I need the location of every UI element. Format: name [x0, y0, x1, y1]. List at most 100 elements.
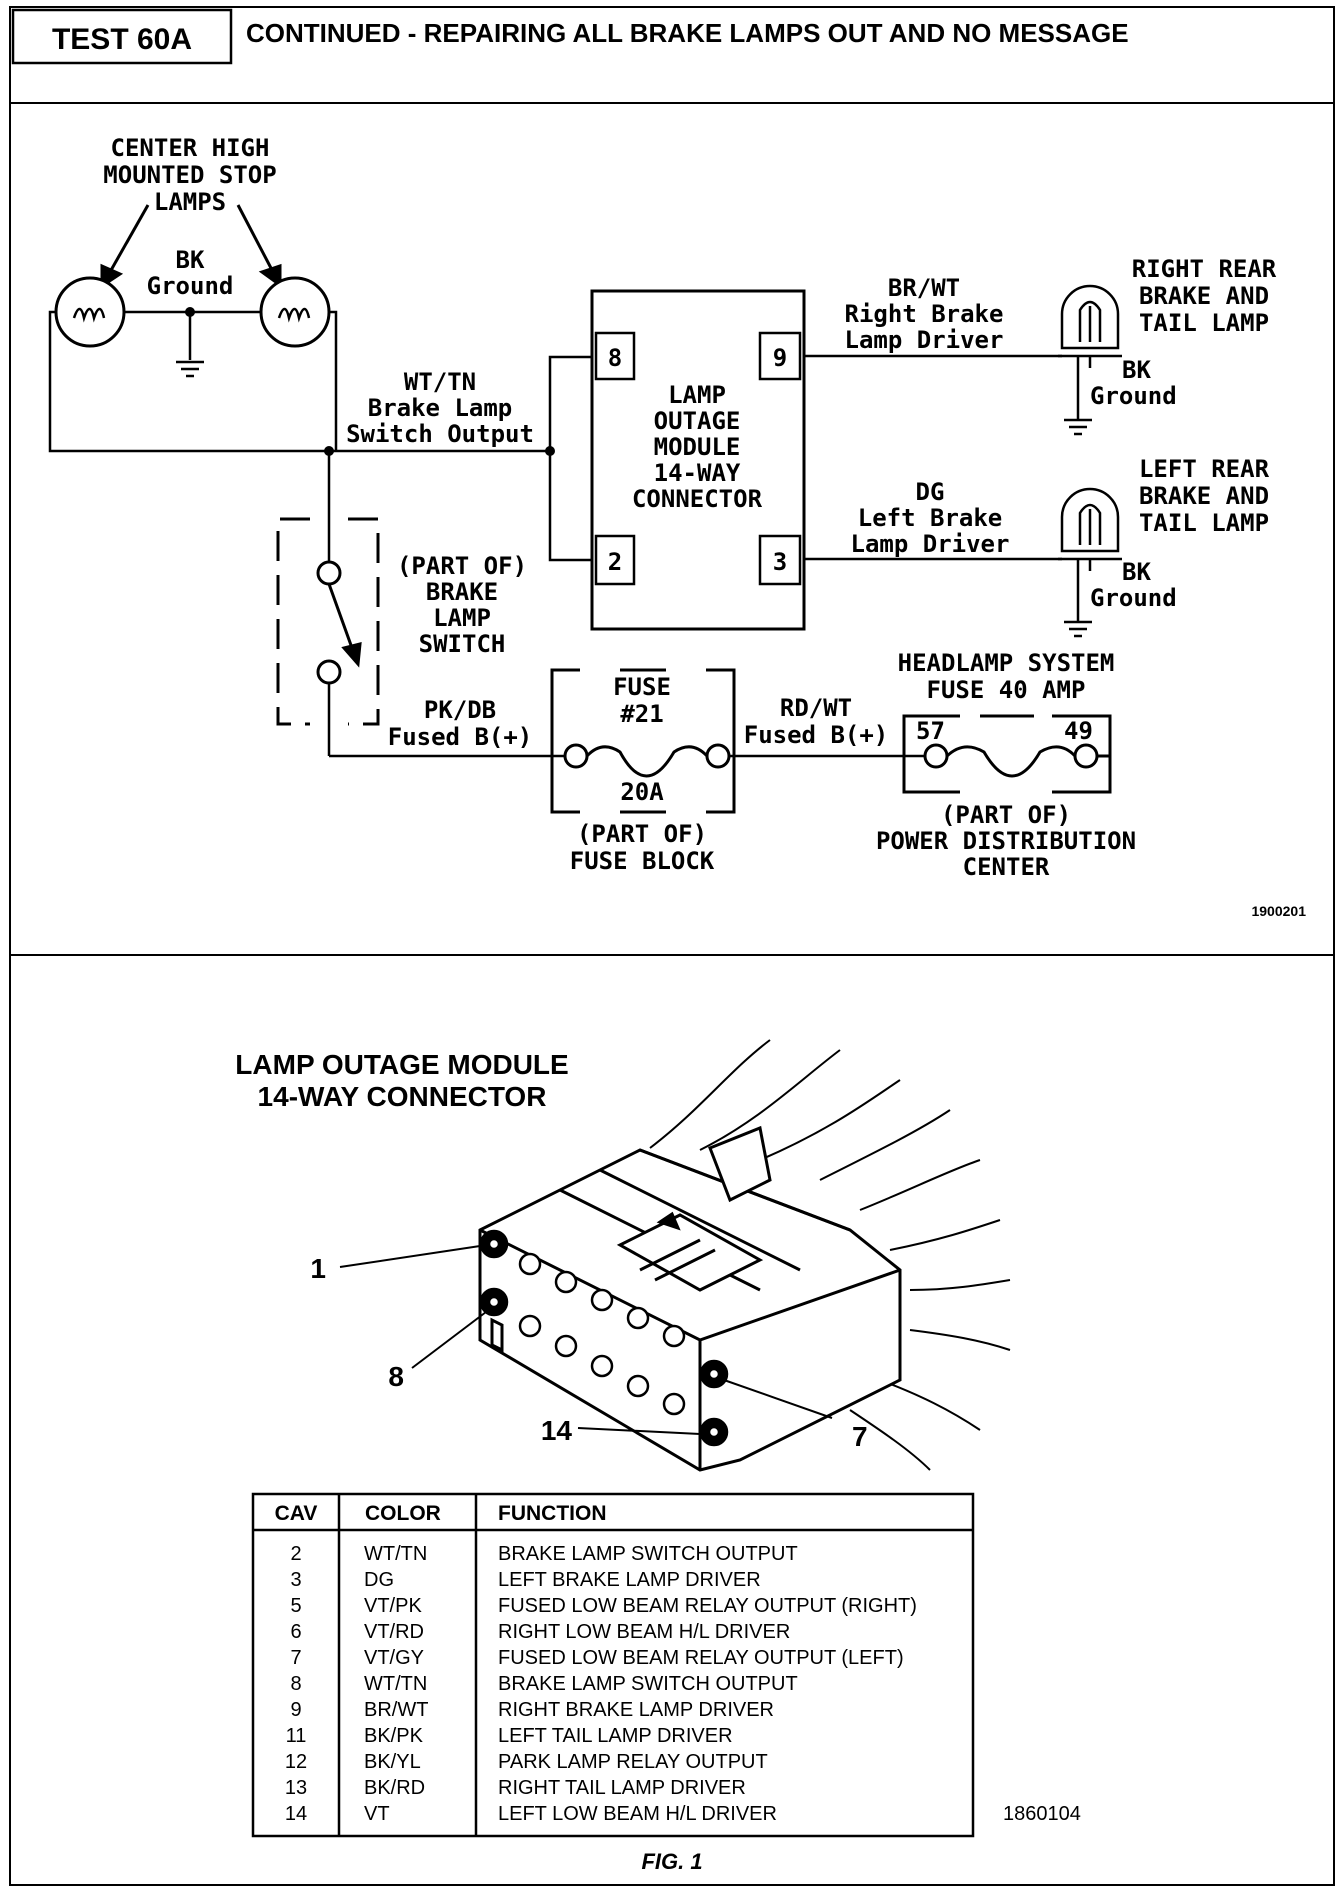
svg-text:RIGHT TAIL LAMP DRIVER: RIGHT TAIL LAMP DRIVER [498, 1777, 746, 1799]
brake-switch-label: (PART OF) BRAKE LAMP SWITCH [397, 552, 527, 658]
table-row: 8 WT/TN BRAKE LAMP SWITCH OUTPUT [290, 1673, 797, 1695]
pdc-label: (PART OF) POWER DISTRIBUTION CENTER [876, 801, 1136, 881]
svg-text:MOUNTED STOP: MOUNTED STOP [103, 161, 276, 189]
chmsl-label: CENTER HIGH MOUNTED STOP LAMPS [103, 134, 276, 216]
callout-7: 7 [852, 1421, 868, 1452]
svg-text:BK/RD: BK/RD [364, 1777, 425, 1799]
svg-text:57: 57 [916, 717, 945, 745]
svg-text:RIGHT REAR: RIGHT REAR [1132, 255, 1277, 283]
svg-text:HEADLAMP SYSTEM: HEADLAMP SYSTEM [898, 649, 1115, 677]
svg-text:BRAKE AND: BRAKE AND [1139, 282, 1269, 310]
svg-text:RIGHT BRAKE LAMP DRIVER: RIGHT BRAKE LAMP DRIVER [498, 1699, 774, 1721]
svg-text:RIGHT LOW BEAM H/L DRIVER: RIGHT LOW BEAM H/L DRIVER [498, 1621, 790, 1643]
svg-text:14-WAY: 14-WAY [654, 459, 741, 487]
svg-text:MODULE: MODULE [654, 433, 741, 461]
schematic-ref-number: 1900201 [1251, 903, 1306, 919]
svg-text:9: 9 [290, 1699, 301, 1721]
svg-text:3: 3 [773, 548, 787, 576]
module-pin-8 [594, 331, 636, 381]
svg-text:2: 2 [608, 548, 622, 576]
right-rear-lamp-label: RIGHT REAR BRAKE AND TAIL LAMP [1132, 255, 1277, 337]
test-id-box [11, 8, 233, 65]
wire-label-pk-db: PK/DB Fused B(+) [388, 696, 533, 751]
svg-text:LEFT LOW BEAM H/L DRIVER: LEFT LOW BEAM H/L DRIVER [498, 1803, 777, 1825]
table-row: 5 VT/PK FUSED LOW BEAM RELAY OUTPUT (RIG… [290, 1595, 917, 1617]
svg-text:FUSE BLOCK: FUSE BLOCK [570, 847, 715, 875]
svg-text:Ground: Ground [1090, 584, 1177, 612]
connector-section: LAMP OUTAGE MODULE 14-WAY CONNECTOR [235, 1039, 1011, 1472]
svg-text:13: 13 [285, 1777, 307, 1799]
connector-title: LAMP OUTAGE MODULE 14-WAY CONNECTOR [235, 1049, 568, 1112]
svg-text:LAMP: LAMP [433, 604, 491, 632]
svg-text:LEFT TAIL LAMP DRIVER: LEFT TAIL LAMP DRIVER [498, 1725, 733, 1747]
brake-lamp-switch [276, 517, 380, 726]
svg-text:49: 49 [1064, 717, 1093, 745]
svg-text:VT/GY: VT/GY [364, 1647, 424, 1669]
test-id: TEST 60A [52, 23, 192, 56]
svg-text:LAMPS: LAMPS [154, 188, 226, 216]
table-row: 14 VT LEFT LOW BEAM H/L DRIVER [285, 1803, 777, 1825]
left-rear-ground-label: BK Ground [1090, 558, 1177, 612]
svg-text:BK: BK [1122, 356, 1151, 384]
wiring-schematic: CENTER HIGH MOUNTED STOP LAMPS BK Ground [48, 134, 1306, 919]
table-row: 11 BK/PK LEFT TAIL LAMP DRIVER [286, 1725, 733, 1747]
svg-text:WT/TN: WT/TN [364, 1673, 427, 1695]
table-ref-number: 1860104 [1003, 1803, 1081, 1825]
svg-text:POWER DISTRIBUTION: POWER DISTRIBUTION [876, 827, 1136, 855]
svg-text:SWITCH: SWITCH [419, 630, 506, 658]
svg-text:TAIL LAMP: TAIL LAMP [1139, 309, 1269, 337]
svg-text:FUSE: FUSE [613, 673, 671, 701]
svg-text:14: 14 [285, 1803, 307, 1825]
svg-text:(PART OF): (PART OF) [397, 552, 527, 580]
column-header-function: FUNCTION [498, 1502, 607, 1525]
svg-text:FUSED LOW BEAM RELAY OUTPUT (L: FUSED LOW BEAM RELAY OUTPUT (LEFT) [498, 1647, 904, 1669]
page-title: CONTINUED - REPAIRING ALL BRAKE LAMPS OU… [246, 18, 1129, 48]
svg-text:11: 11 [286, 1725, 307, 1747]
wire-label-rd-wt: RD/WT Fused B(+) [744, 694, 889, 749]
table-row: 3 DG LEFT BRAKE LAMP DRIVER [290, 1569, 760, 1591]
circuit-wires [48, 310, 1062, 758]
lamp-outage-module: 8 9 2 3 LAMP OUTAGE MODULE 14-WAY CONNEC… [590, 289, 806, 631]
callout-14: 14 [541, 1415, 573, 1446]
svg-text:5: 5 [290, 1595, 301, 1617]
fuse-block-label: (PART OF) FUSE BLOCK [570, 820, 715, 875]
svg-text:FUSED LOW BEAM RELAY OUTPUT (R: FUSED LOW BEAM RELAY OUTPUT (RIGHT) [498, 1595, 917, 1617]
headlamp-fuse-pins: 57 49 [916, 717, 1093, 745]
table-row: 9 BR/WT RIGHT BRAKE LAMP DRIVER [290, 1699, 774, 1721]
svg-text:BRAKE: BRAKE [426, 578, 498, 606]
svg-text:DG: DG [916, 478, 945, 506]
svg-text:BK/PK: BK/PK [364, 1725, 424, 1747]
svg-text:OUTAGE: OUTAGE [654, 407, 741, 435]
module-pin-3 [758, 534, 802, 586]
left-rear-lamp-icon [1058, 487, 1122, 622]
table-row: 12 BK/YL PARK LAMP RELAY OUTPUT [285, 1751, 768, 1773]
chmsl-arrows [100, 204, 282, 289]
svg-text:WT/TN: WT/TN [404, 368, 476, 396]
ground-icon [1064, 620, 1092, 638]
chmsl-ground-label: BK Ground [147, 246, 234, 300]
svg-text:CONNECTOR: CONNECTOR [632, 485, 763, 513]
cavity-callouts [339, 1245, 833, 1435]
chmsl-lamp-right [259, 276, 331, 348]
svg-text:LEFT REAR: LEFT REAR [1139, 455, 1270, 483]
svg-text:VT/PK: VT/PK [364, 1595, 422, 1617]
table-row: 7 VT/GY FUSED LOW BEAM RELAY OUTPUT (LEF… [290, 1647, 903, 1669]
svg-text:(PART OF): (PART OF) [941, 801, 1071, 829]
svg-text:BR/WT: BR/WT [888, 274, 960, 302]
svg-text:RD/WT: RD/WT [780, 694, 852, 722]
svg-text:Left Brake: Left Brake [858, 504, 1003, 532]
svg-text:PK/DB: PK/DB [424, 696, 496, 724]
pin-table: CAV COLOR FUNCTION 2 WT/TN BRAKE LAMP SW… [251, 1492, 1081, 1838]
svg-text:VT/RD: VT/RD [364, 1621, 424, 1643]
fuse-21-label: FUSE #21 20A [613, 673, 671, 806]
table-row: 2 WT/TN BRAKE LAMP SWITCH OUTPUT [290, 1543, 797, 1565]
left-rear-lamp-label: LEFT REAR BRAKE AND TAIL LAMP [1139, 455, 1270, 537]
fuse-21 [550, 668, 736, 814]
svg-text:Fused B(+): Fused B(+) [744, 721, 889, 749]
svg-text:(PART OF): (PART OF) [577, 820, 707, 848]
svg-text:BRAKE AND: BRAKE AND [1139, 482, 1269, 510]
figure-caption: FIG. 1 [641, 1849, 702, 1874]
wire-label-br-wt: BR/WT Right Brake Lamp Driver [845, 274, 1004, 354]
svg-text:6: 6 [290, 1621, 301, 1643]
svg-text:3: 3 [290, 1569, 301, 1591]
